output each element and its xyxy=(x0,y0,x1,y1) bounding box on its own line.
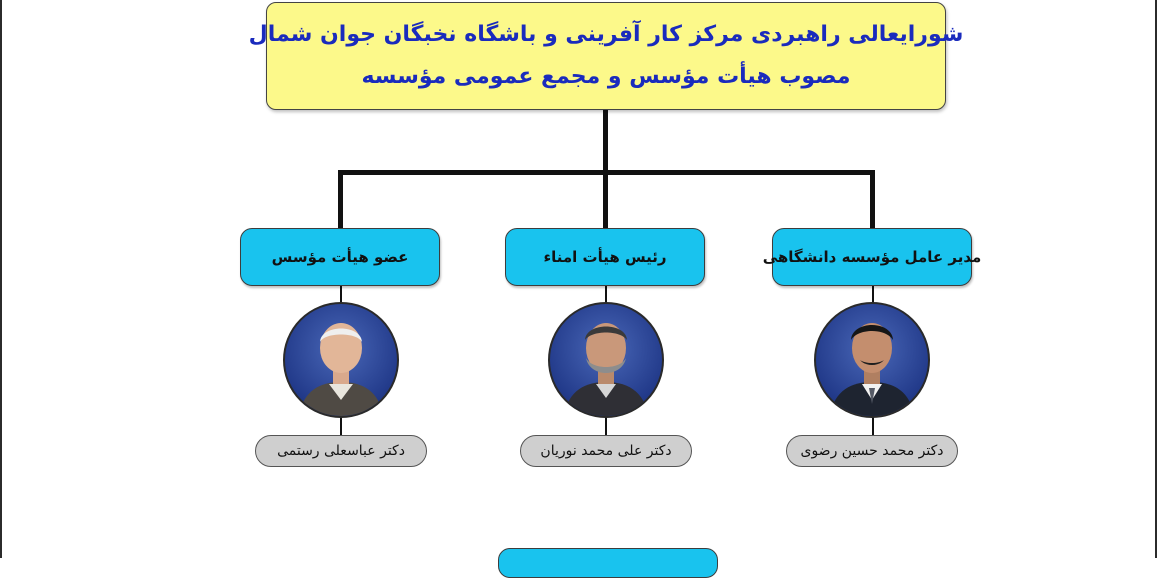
name-pill-managing-director: دکتر محمد حسین رضوی xyxy=(786,435,958,467)
council-title-box: شورایعالی راهبردی مرکز کار آفرینی و باشگ… xyxy=(249,2,963,110)
connector-portrait-name-right xyxy=(872,416,874,437)
portrait-founding-member-photo xyxy=(283,302,399,418)
name-pill-board-chair: دکتر علی محمد نوریان xyxy=(520,435,692,467)
connector-drop-left xyxy=(338,170,343,230)
connector-title-stem xyxy=(603,110,608,174)
council-title: شورایعالی راهبردی مرکز کار آفرینی و باشگ… xyxy=(248,22,964,47)
connector-drop-right xyxy=(870,170,875,230)
page-edge-left xyxy=(0,0,2,558)
connector-role-portrait-center xyxy=(605,286,607,304)
connector-portrait-name-left xyxy=(340,416,342,437)
portrait-board-chair-photo xyxy=(548,302,664,418)
role-box-managing-director: مدیر عامل مؤسسه دانشگاهی xyxy=(763,228,981,286)
role-box-founding-member: عضو هیأت مؤسس xyxy=(240,228,440,286)
name-pill-founding-member: دکتر عباسعلی رستمی xyxy=(255,435,427,467)
portrait-managing-director-photo xyxy=(814,302,930,418)
council-subtitle: مصوب هیأت مؤسس و مجمع عمومی مؤسسه xyxy=(361,64,851,89)
connector-drop-center xyxy=(603,170,608,230)
connector-portrait-name-center xyxy=(605,416,607,437)
role-box-board-chair: رئیس هیأت امناء xyxy=(505,228,705,286)
page-edge-right xyxy=(1155,0,1157,558)
connector-role-portrait-right xyxy=(872,286,874,304)
connector-role-portrait-left xyxy=(340,286,342,304)
partial-bottom-box xyxy=(498,548,718,578)
